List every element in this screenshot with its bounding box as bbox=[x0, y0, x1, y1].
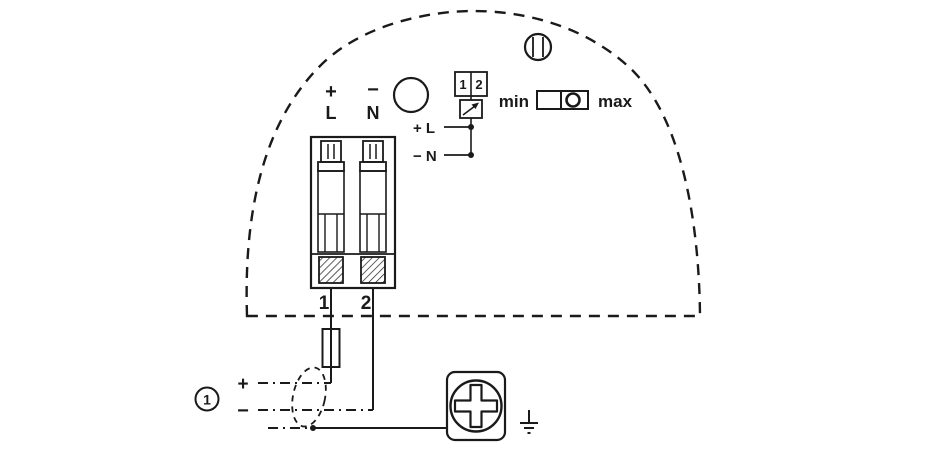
phillips-cross-icon bbox=[453, 383, 499, 429]
wiring bbox=[258, 288, 447, 431]
terminal-line-label: L bbox=[326, 103, 337, 123]
terminal-neutral-label: N bbox=[367, 103, 380, 123]
terminal-pole-2 bbox=[359, 140, 387, 284]
junction-dot bbox=[468, 124, 474, 130]
slider-track bbox=[536, 90, 589, 110]
terminal-flange bbox=[359, 161, 387, 172]
cable-grommet-outline bbox=[291, 366, 327, 428]
terminal-screw-icon bbox=[362, 140, 384, 163]
min-max-slider: min max bbox=[499, 90, 633, 111]
test-point-plus-label: + L bbox=[413, 120, 435, 137]
fixing-screw bbox=[445, 370, 507, 442]
terminal-block-outline bbox=[309, 135, 397, 290]
trimmer-arrowhead bbox=[471, 102, 479, 109]
terminal-plus-label: + bbox=[325, 81, 337, 103]
callout-circle bbox=[194, 386, 220, 412]
terminal-pole-1-number: 1 bbox=[319, 293, 330, 314]
connector-pin-1-label: 1 bbox=[459, 77, 466, 92]
terminal-clamp-hatched bbox=[318, 256, 344, 284]
cover-screw-head bbox=[523, 32, 553, 62]
test-point-minus-label: − N bbox=[413, 148, 437, 165]
supply-minus-label: − bbox=[237, 400, 249, 422]
supply-plus-label: + bbox=[237, 374, 248, 395]
thermostat-knob-icon bbox=[392, 76, 430, 114]
slider-min-label: min bbox=[499, 92, 529, 111]
terminal-body bbox=[317, 170, 345, 253]
terminal-screw-icon bbox=[320, 140, 342, 163]
terminal-minus-label: − bbox=[367, 79, 379, 101]
terminal-flange bbox=[317, 161, 345, 172]
connector-pin-2-label: 2 bbox=[475, 77, 482, 92]
earth-ground-icon bbox=[520, 410, 538, 434]
fuse-symbol bbox=[321, 328, 341, 368]
housing-dashed-outline bbox=[245, 9, 702, 318]
slider-thumb-icon bbox=[565, 92, 581, 108]
callout-number: 1 bbox=[203, 392, 211, 408]
junction-dot bbox=[468, 152, 474, 158]
terminal-block bbox=[309, 135, 397, 290]
control-connector: 1 2 + L − N bbox=[413, 71, 488, 165]
slider-max-label: max bbox=[598, 92, 633, 111]
screw-head bbox=[449, 379, 503, 433]
terminal-pole-2-number: 2 bbox=[361, 293, 372, 314]
terminal-body bbox=[359, 170, 387, 253]
cover-screw-icon bbox=[523, 32, 553, 62]
terminal-clamp-hatched bbox=[360, 256, 386, 284]
screw-plate bbox=[445, 370, 507, 442]
terminal-pole-1 bbox=[317, 140, 345, 284]
supply-callout: 1 + − bbox=[194, 374, 249, 422]
